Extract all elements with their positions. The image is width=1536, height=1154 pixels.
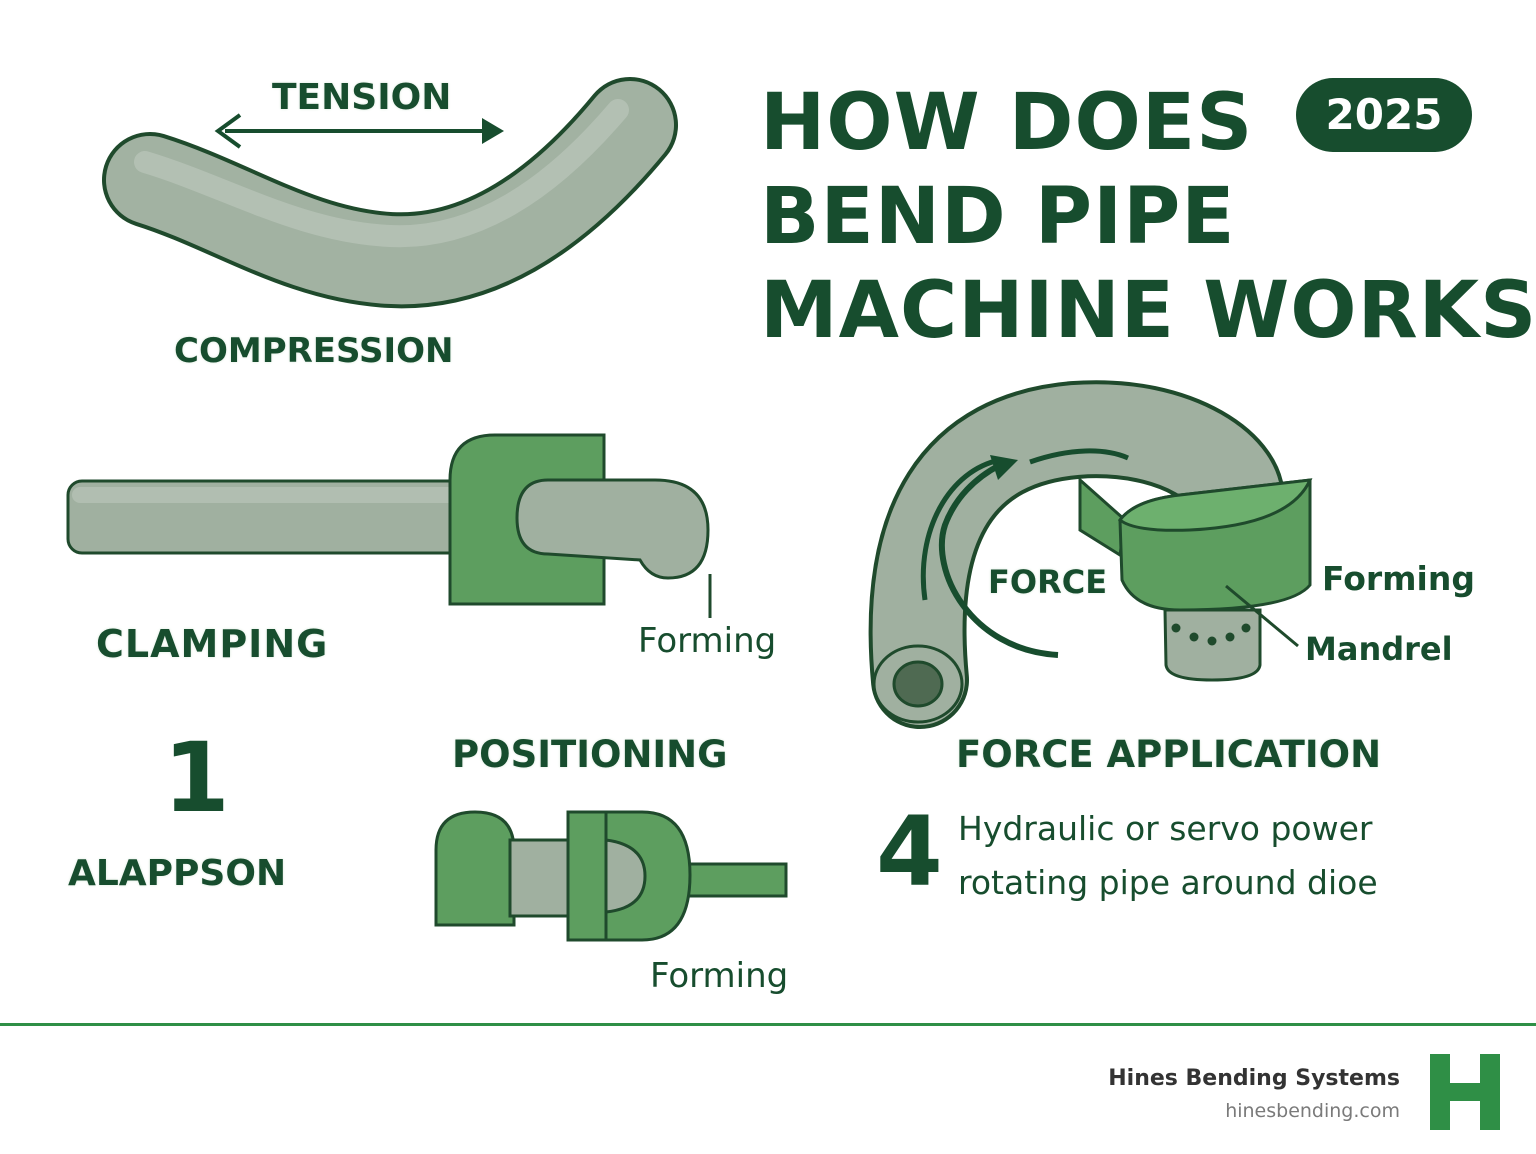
forming-position-label: Forming — [650, 956, 789, 996]
mandrel-label: Mandrel — [1305, 630, 1453, 668]
year-badge: 2025 — [1296, 78, 1472, 152]
company-name: Hines Bending Systems — [1108, 1066, 1400, 1091]
positioning-label: POSITIONING — [452, 733, 728, 776]
tension-label: TENSION — [272, 77, 452, 118]
company-logo: H — [1430, 1054, 1500, 1130]
positioning-illustration — [434, 810, 788, 942]
forming-die-label: Forming — [1322, 559, 1475, 598]
step-1-label: ALAPPSON — [68, 853, 287, 894]
step-4-number: 4 — [876, 796, 943, 908]
step-4-desc-line-2: rotating pipe around dioe — [958, 863, 1378, 902]
company-website: hinesbending.com — [1225, 1100, 1400, 1122]
clamping-illustration — [66, 433, 712, 618]
step-4-desc-line-1: Hydraulic or servo power — [958, 809, 1373, 848]
forming-clamp-label: Forming — [638, 621, 777, 661]
force-arrow — [920, 448, 1129, 658]
title-line-1: HOW DOES — [760, 78, 1254, 168]
step-1-number: 1 — [163, 722, 230, 834]
force-application-label: FORCE APPLICATION — [956, 733, 1382, 776]
compression-label: COMPRESSION — [174, 331, 454, 371]
tension-arrow — [214, 113, 504, 149]
page-title: HOW DOES BEND PIPE MACHINE WORKS — [760, 76, 1536, 358]
bent-pipe-illustration — [102, 77, 678, 309]
title-line-2: BEND PIPE — [760, 172, 1236, 262]
footer-divider — [0, 1023, 1536, 1026]
force-label: FORCE — [988, 563, 1108, 601]
title-line-3: MACHINE WORKS — [760, 266, 1536, 356]
clamping-label: CLAMPING — [96, 622, 329, 666]
